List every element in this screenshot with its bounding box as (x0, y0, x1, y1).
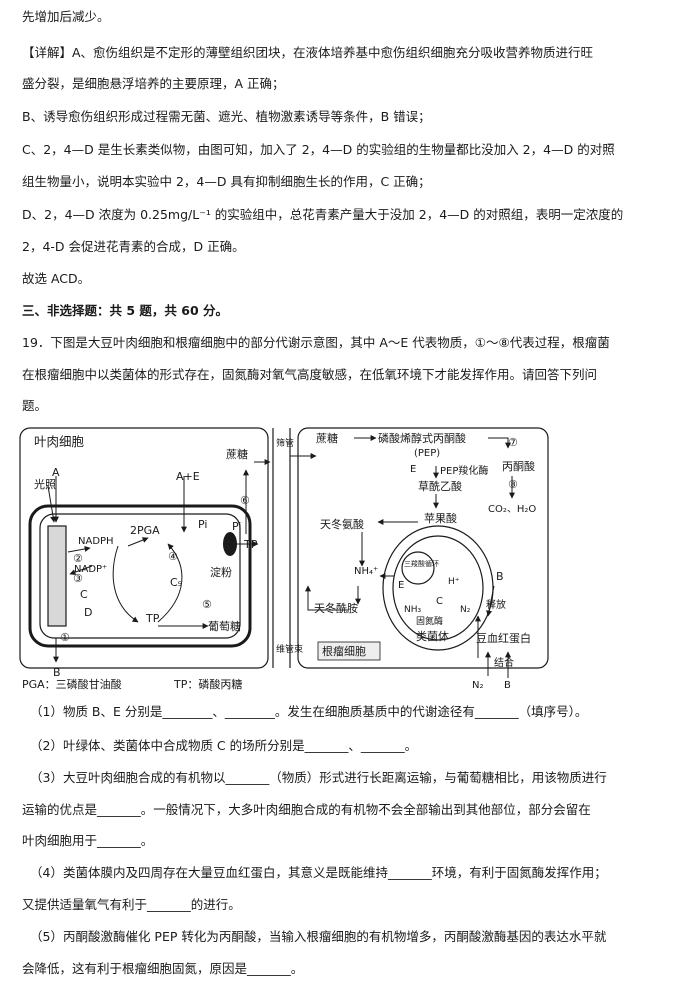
label-vessel: 维管束 (276, 643, 303, 655)
nodule-cell-title: 根瘤细胞 (322, 644, 366, 658)
text-line-2: 【详解】A、愈伤组织是不定形的薄壁组织团块，在液体培养基中愈伤组织细胞充分吸收营… (22, 45, 594, 60)
text-line-9: 故选 ACD。 (22, 271, 91, 286)
text-line-3: 盛分裂，是细胞悬浮培养的主要原理，A 正确； (22, 76, 285, 91)
question-stem-2: 在根瘤细胞中以类菌体的形式存在，固氮酶对氧气高度敏感，在低氧环境下才能发挥作用。… (22, 367, 598, 382)
section-heading: 三、非选择题：共 5 题，共 60 分。 (22, 303, 229, 318)
label-sucrose-nodule: 蔗糖 (316, 431, 338, 445)
label-glucose: 葡萄糖 (208, 619, 241, 633)
legend-pga: PGA：三磷酸甘油酸 (22, 677, 122, 691)
label-oxaloacetate: 草酰乙酸 (418, 479, 462, 493)
chloroplast-inner-membrane (39, 513, 241, 639)
label-leghemoglobin: 豆血红蛋白 (476, 631, 531, 645)
question-4-line-1: （4）类菌体膜内及四周存在大量豆血红蛋白，其意义是既能维持_______环境，有… (30, 865, 607, 880)
label-C: C (80, 588, 88, 601)
label-nadph: NADPH (78, 536, 114, 547)
label-asparagine: 天冬酰胺 (314, 601, 358, 615)
label-circle-6: ⑥ (240, 494, 250, 507)
label-starch: 淀粉 (210, 565, 232, 579)
label-circle-2: ② (73, 552, 83, 565)
label-2pga: 2PGA (130, 524, 160, 537)
question-1: （1）物质 B、E 分别是________、________。发生在细胞质基质中… (30, 704, 588, 719)
bacteroid-outer (382, 525, 494, 651)
label-pi-outer: Pi (232, 520, 241, 533)
label-sieve-tube: 筛管 (276, 437, 294, 449)
label-B-nodule: B (496, 570, 504, 583)
question-stem-3: 题。 (22, 398, 48, 413)
metabolism-diagram: 叶肉细胞 光照 A B ② ③ ① NADPH NADP⁺ C D 2PGA ④… (19, 427, 549, 691)
label-E-nodule: E (398, 580, 404, 591)
question-5-line-2: 会降低，这有利于根瘤细胞固氮，原因是_______。 (22, 961, 304, 976)
label-circle-5: ⑤ (202, 598, 212, 611)
label-pep: 磷酸烯醇式丙酮酸 (378, 431, 466, 445)
label-circle-3: ③ (73, 572, 83, 585)
label-co2-h2o: CO₂、H₂O (488, 504, 536, 515)
label-A: A (52, 466, 60, 479)
label-pep-enzyme: PEP羧化酶 (440, 464, 488, 477)
label-sucrose-leaf: 蔗糖 (226, 447, 248, 461)
label-n2-inner: N₂ (460, 605, 471, 615)
question-3-line-2: 运输的优点是_______。一般情况下，大多叶肉细胞合成的有机物不会全部输出到其… (22, 802, 591, 817)
label-circle-4: ④ (168, 550, 178, 563)
question-5-line-1: （5）丙酮酸激酶催化 PEP 转化为丙酮酸，当输入根瘤细胞的有机物增多，丙酮酸激… (30, 929, 607, 944)
label-A-plus-E: A+E (176, 470, 200, 483)
label-circle-8: ⑧ (508, 478, 518, 491)
thylakoid-stack (47, 525, 67, 627)
text-line-6: 组生物量小，说明本实验中 2，4—D 具有抑制细胞生长的作用，C 正确； (22, 174, 431, 189)
label-c5: C₅ (170, 576, 182, 589)
label-B-bottom: B (504, 680, 511, 691)
label-nh3: NH₃ (404, 605, 422, 615)
question-2: （2）叶绿体、类菌体中合成物质 C 的场所分别是_______、_______。 (30, 738, 418, 753)
label-tp-outer: TP (243, 538, 258, 551)
question-stem-1: 19．下图是大豆叶肉细胞和根瘤细胞中的部分代谢示意图，其中 A～E 代表物质，①… (22, 335, 610, 350)
label-light: 光照 (34, 477, 56, 491)
label-B: B (53, 666, 61, 679)
pi-tp-transporter (223, 532, 237, 556)
tca-cycle (401, 551, 435, 585)
label-C-nodule: C (436, 596, 443, 607)
label-malate: 苹果酸 (424, 511, 457, 525)
chloroplast-outer-membrane (28, 504, 252, 648)
nodule-cell-outline (297, 427, 549, 669)
label-nitrogenase: 固氮酶 (416, 615, 443, 627)
label-tp-inner: TP (145, 612, 160, 625)
label-E: E (410, 464, 416, 475)
leaf-cell-title: 叶肉细胞 (34, 434, 85, 449)
label-circle-7: ⑦ (508, 436, 518, 449)
label-bacteroid: 类菌体 (416, 629, 449, 643)
question-4-line-2: 又提供适量氧气有利于_______的进行。 (22, 897, 241, 912)
text-line-5: C、2，4—D 是生长素类似物，由图可知，加入了 2，4—D 的实验组的生物量都… (22, 142, 615, 157)
text-line-4: B、诱导愈伤组织形成过程需无菌、遮光、植物激素诱导等条件，B 错误； (22, 109, 431, 124)
question-3-line-3: 叶肉细胞用于_______。 (22, 833, 154, 848)
label-pyruvate: 丙酮酸 (502, 459, 535, 473)
label-release: 释放 (486, 598, 506, 611)
leaf-cell-outline (19, 427, 269, 669)
label-D: D (84, 606, 92, 619)
question-3-line-1: （3）大豆叶肉细胞合成的有机物以_______（物质）形式进行长距离运输，与葡萄… (30, 770, 607, 785)
label-pi-inner: Pi (198, 518, 207, 531)
label-tca: 三羧酸循环 (404, 559, 439, 568)
text-line-8: 2，4-D 会促进花青素的合成，D 正确。 (22, 239, 245, 254)
bacteroid-inner (392, 535, 484, 641)
label-nh4: NH₄⁺ (354, 566, 378, 577)
label-pep-abbr: (PEP) (414, 448, 440, 459)
text-line-7: D、2，4—D 浓度为 0.25mg/L⁻¹ 的实验组中，总花青素产量大于没加 … (22, 207, 624, 222)
label-nadp: NADP⁺ (74, 564, 107, 575)
label-n2-bottom: N₂ (472, 680, 484, 691)
label-aspartate: 天冬氨酸 (320, 517, 364, 531)
label-circle-1: ① (60, 631, 70, 644)
label-combine: 结合 (494, 656, 514, 669)
text-line-1: 先增加后减少。 (22, 9, 110, 24)
label-h-plus: H⁺ (448, 577, 460, 587)
legend-tp: TP：磷酸丙糖 (173, 677, 242, 691)
